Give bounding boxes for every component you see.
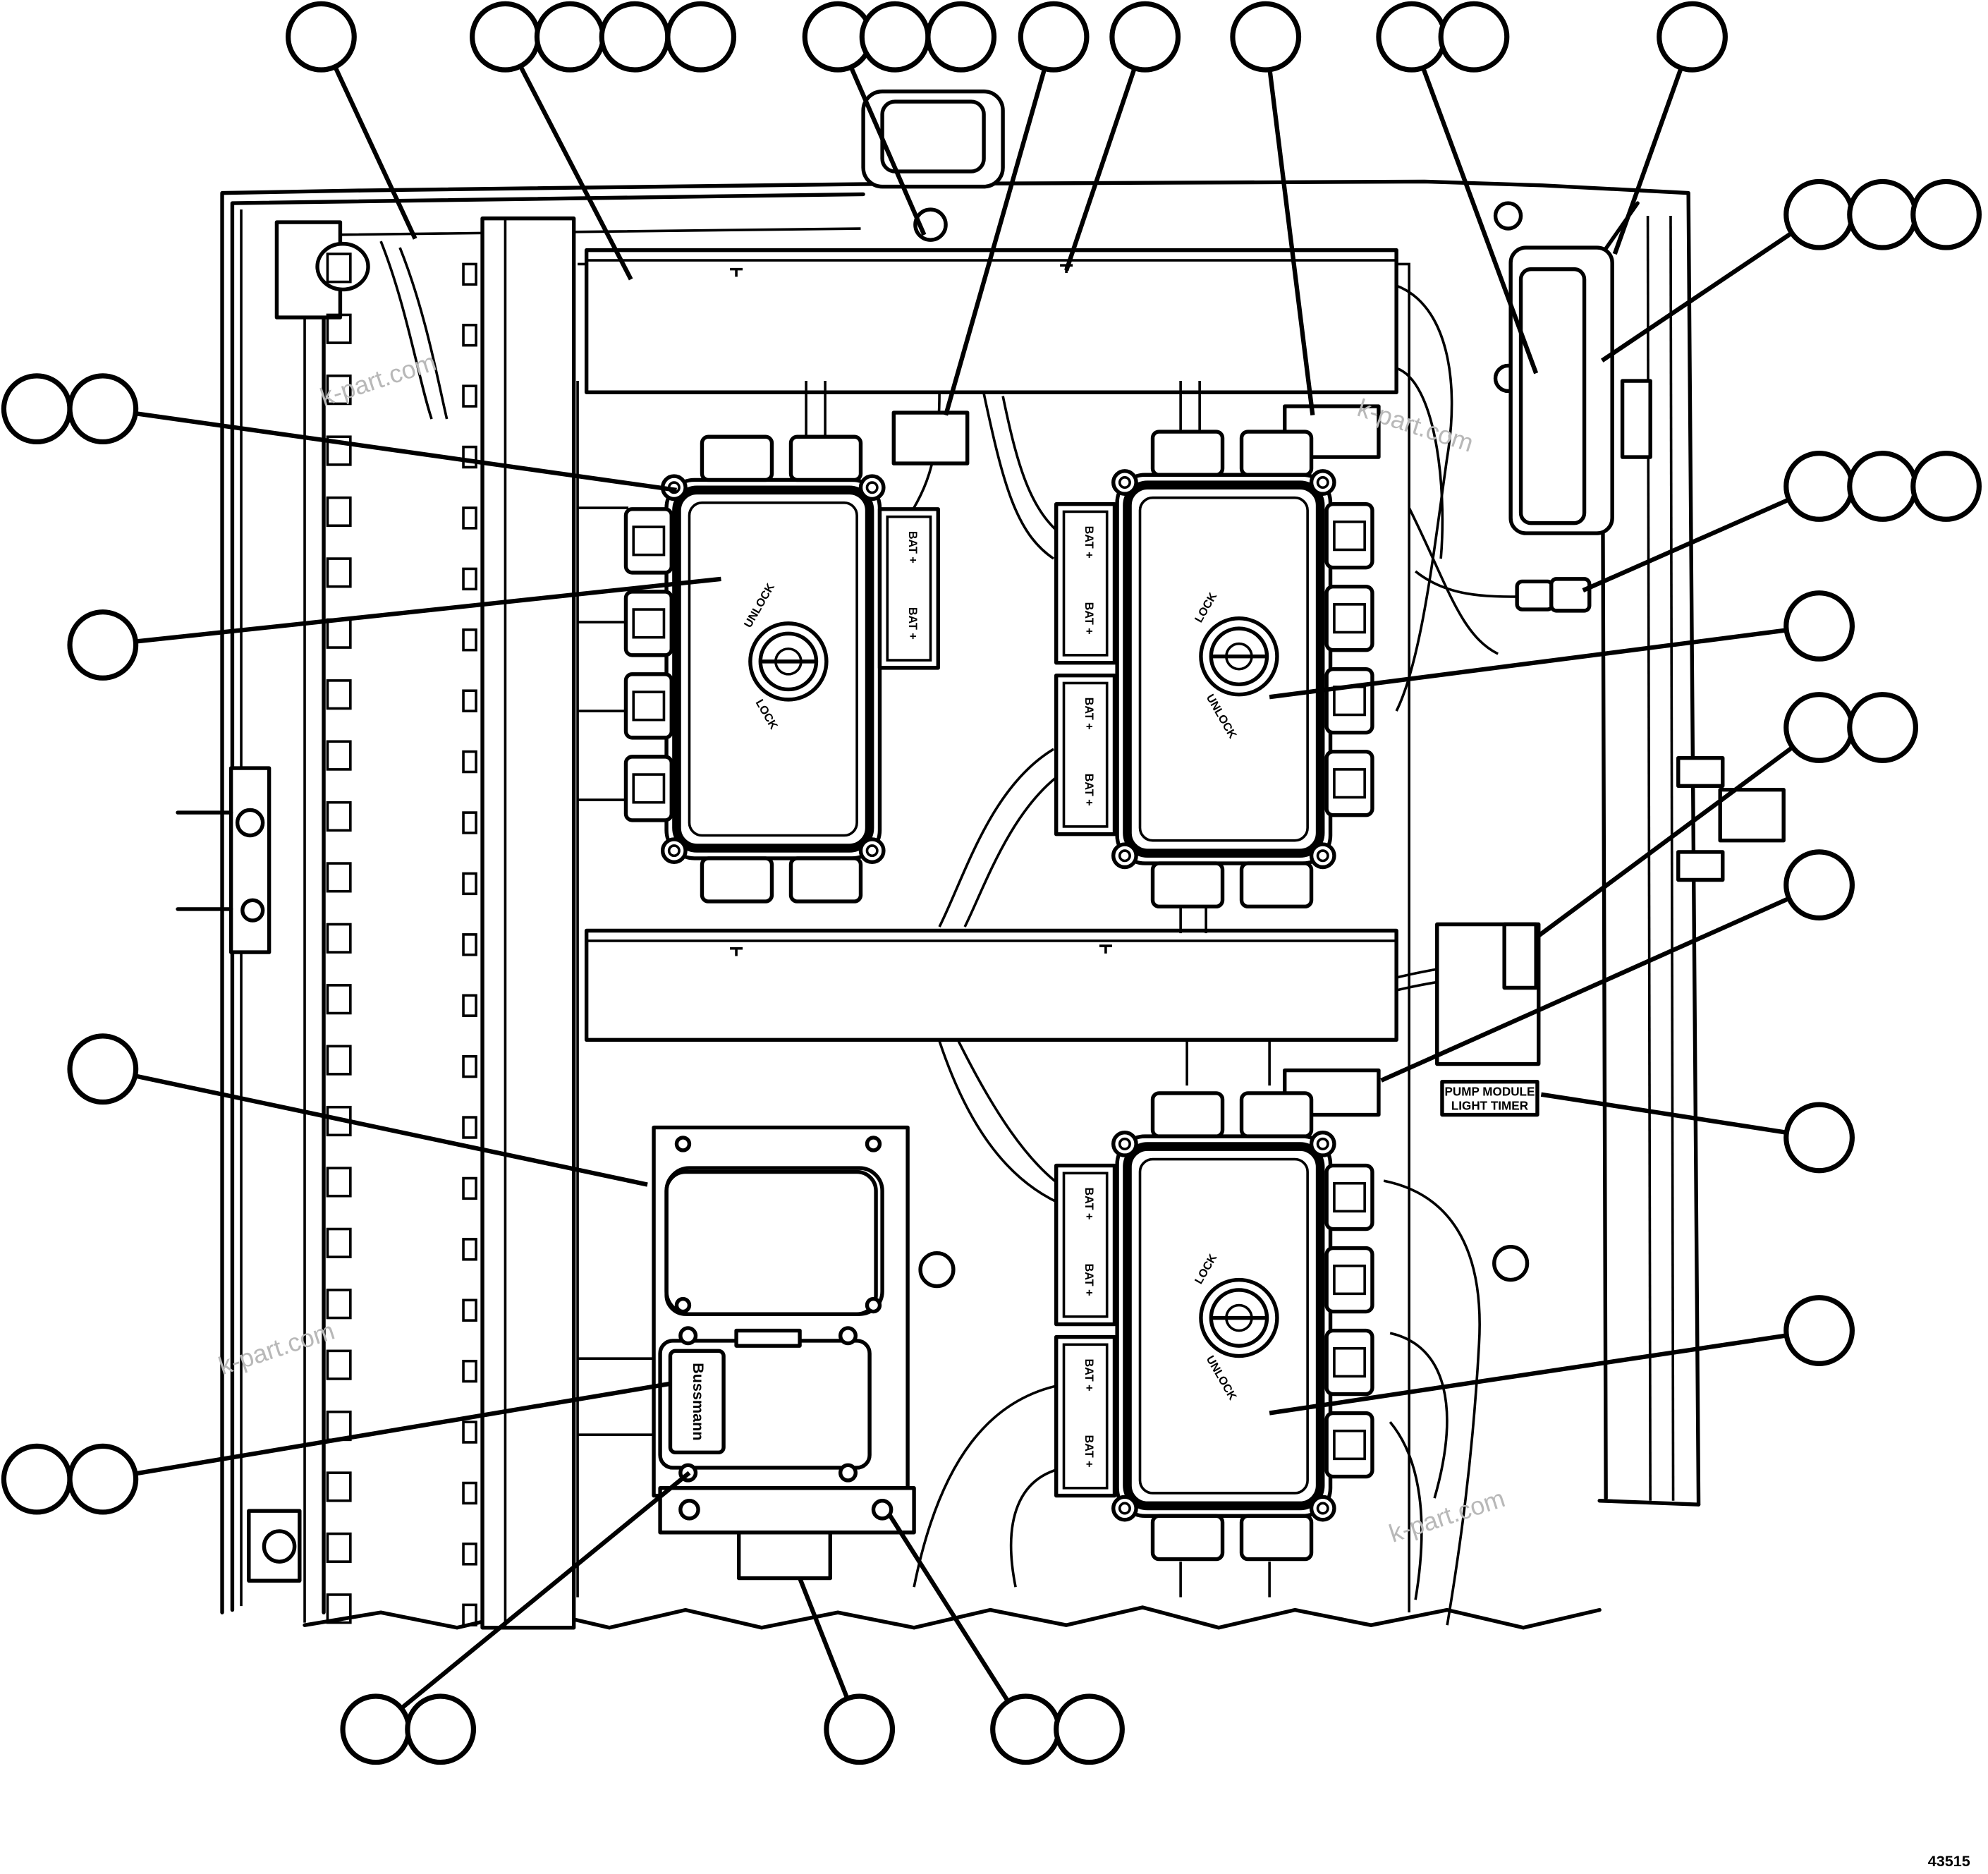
- lower-wire-duct: [584, 928, 1398, 1042]
- leader-line-17: [102, 576, 721, 647]
- figure-number: 43515: [1928, 1852, 1970, 1870]
- callout-bubble-24: [1783, 849, 1855, 921]
- leader-line-20: [374, 1471, 691, 1732]
- leader-line-11: [1269, 623, 1819, 700]
- callout-bubble-27: [1, 373, 73, 445]
- callout-bubble-8: [925, 1, 997, 73]
- callout-bubble-4: [599, 1, 671, 73]
- bat-plus-label: BAT +: [906, 531, 919, 564]
- leader-line-15: [1269, 1328, 1820, 1416]
- callout-bubble-18: [1783, 451, 1855, 522]
- leader-line-19: [102, 1382, 670, 1482]
- callout-bubble-30: [67, 1033, 139, 1105]
- bat-plus-label: BAT +: [1083, 1359, 1095, 1392]
- leader-line-5: [1064, 36, 1147, 272]
- callout-bubble-32: [67, 1443, 139, 1515]
- bat-plus-label: BAT +: [1083, 1435, 1095, 1468]
- callout-bubble-23: [1783, 590, 1855, 662]
- callout-leaders: [102, 35, 1821, 1732]
- callout-bubble-28: [67, 373, 139, 445]
- bat-plus-label: BAT +: [1083, 774, 1095, 806]
- bat-plus-label: BAT +: [1083, 1264, 1095, 1296]
- upper-wire-duct: [584, 248, 1398, 394]
- bat-plus-label: BAT +: [906, 607, 919, 640]
- bat-plus-label: BAT +: [1083, 526, 1095, 559]
- callout-bubble-17: [1910, 178, 1982, 250]
- callout-bubble-3: [534, 1, 606, 73]
- left-terminal-rail: [326, 216, 576, 1630]
- timer-label-line2: LIGHT TIMER: [1451, 1099, 1528, 1112]
- bat-plus-label: BAT +: [1083, 1188, 1095, 1220]
- leader-line-4: [944, 36, 1056, 416]
- callout-bubble-26: [1783, 1295, 1855, 1366]
- callout-bubble-25: [1783, 1102, 1855, 1174]
- callout-bubble-11: [1230, 1, 1302, 73]
- callout-bubble-10: [1109, 1, 1181, 73]
- leader-line-2: [503, 35, 633, 281]
- callout-bubble-14: [1657, 1, 1728, 73]
- leader-line-14: [1540, 1092, 1820, 1140]
- bat-plus-label: BAT +: [1083, 698, 1095, 730]
- callout-bubble-22: [1847, 692, 1918, 763]
- leader-line-22: [886, 1512, 1028, 1731]
- watermark-4: k-part.com: [1386, 1483, 1508, 1548]
- callout-bubble-21: [1783, 692, 1855, 763]
- callout-bubble-19: [1847, 451, 1918, 522]
- callout-bubble-9: [1018, 1, 1090, 73]
- leader-line-16: [102, 406, 677, 492]
- timer-relay-block: [1435, 922, 1541, 1066]
- fuse-holder: Bussmann: [652, 1125, 916, 1535]
- leader-line-6: [1263, 36, 1315, 416]
- leader-line-3: [836, 35, 927, 236]
- leader-line-12: [1537, 725, 1821, 938]
- callout-bubbles: [1, 1, 1982, 1765]
- callout-bubble-36: [990, 1693, 1061, 1765]
- pump-module-light-timer-label: PUMP MODULE LIGHT TIMER: [1440, 1080, 1539, 1117]
- callout-bubble-12: [1376, 1, 1448, 73]
- callout-bubble-13: [1438, 1, 1510, 73]
- fuse-brand-label: Bussmann: [690, 1363, 707, 1440]
- callout-bubble-15: [1783, 178, 1855, 250]
- circuit-breaker: [1508, 245, 1652, 535]
- bat-plus-label: BAT +: [1083, 602, 1095, 635]
- callout-bubble-29: [67, 609, 139, 681]
- callout-bubble-7: [859, 1, 931, 73]
- callout-bubble-35: [824, 1693, 896, 1765]
- watermark-1: k-part.com: [317, 347, 439, 412]
- callout-bubble-34: [405, 1693, 477, 1765]
- leader-line-7: [1409, 36, 1539, 375]
- leader-line-9: [1601, 212, 1821, 363]
- leader-line-18: [102, 1066, 648, 1187]
- callout-bubble-16: [1847, 178, 1918, 250]
- callout-bubble-1: [286, 1, 357, 73]
- in-line-connector: [1515, 577, 1592, 613]
- leader-line-8: [1612, 36, 1695, 255]
- timer-label-line1: PUMP MODULE: [1444, 1085, 1535, 1099]
- callout-bubble-2: [470, 1, 541, 73]
- leader-line-10: [1582, 484, 1820, 592]
- callout-bubble-33: [340, 1693, 412, 1765]
- leader-line-13: [1380, 882, 1820, 1083]
- callout-bubble-5: [665, 1, 737, 73]
- callout-bubble-31: [1, 1443, 73, 1515]
- leader-line-1: [319, 35, 417, 240]
- callout-bubble-37: [1054, 1693, 1125, 1765]
- callout-bubble-20: [1910, 451, 1982, 522]
